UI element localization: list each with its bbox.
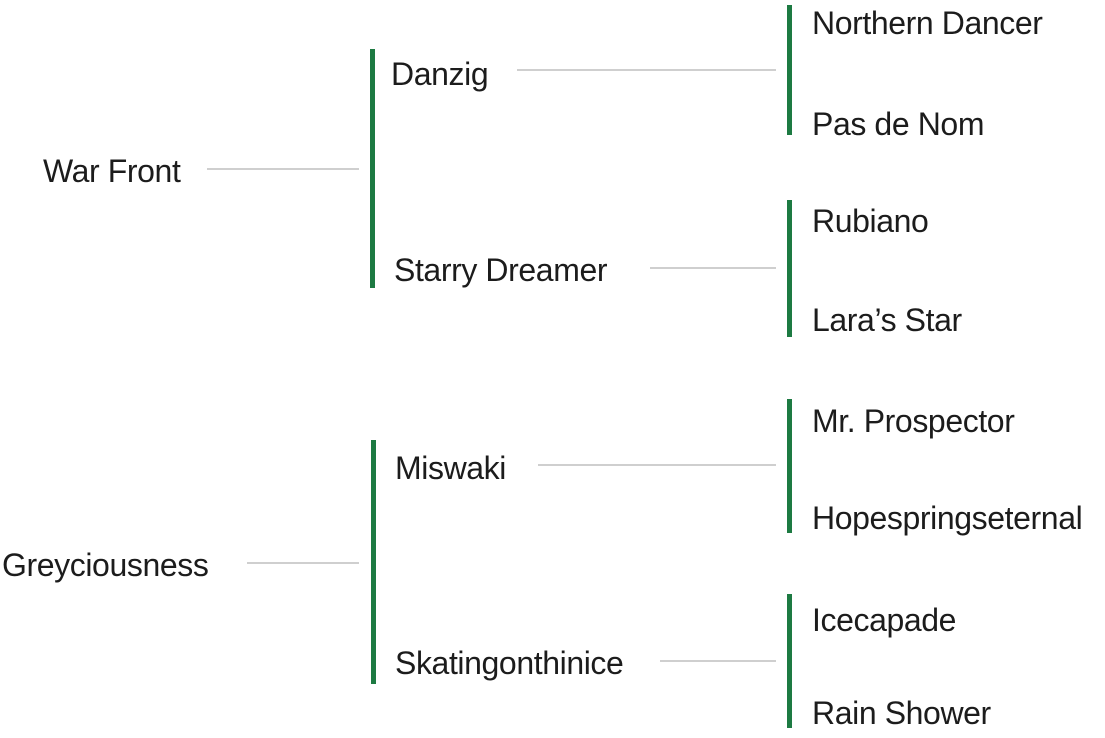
sire-sire-connector-line [517, 69, 776, 71]
dam-sire-name: Miswaki [395, 450, 506, 486]
sire-parents-bracket [370, 49, 375, 288]
dam-dam-sire-name: Icecapade [812, 602, 957, 638]
dam-dam-parents-bracket [787, 594, 792, 728]
dam-parents-bracket [371, 440, 376, 684]
dam-sire-parents-bracket [787, 399, 792, 533]
dam-sire-dam-name: Hopespringseternal [812, 500, 1083, 536]
sire-sire-dam-name: Pas de Nom [812, 106, 985, 142]
sire-sire-name: Danzig [391, 56, 489, 92]
dam-sire-connector-line [538, 464, 776, 466]
sire-sire-sire-name: Northern Dancer [812, 5, 1043, 41]
dam-connector-line [247, 562, 359, 564]
sire-sire-parents-bracket [787, 5, 792, 135]
sire-name: War Front [43, 153, 181, 189]
dam-name: Greyciousness [2, 547, 209, 583]
sire-dam-parents-bracket [787, 200, 792, 337]
sire-dam-connector-line [650, 267, 776, 269]
dam-dam-dam-name: Rain Shower [812, 695, 991, 731]
sire-dam-sire-name: Rubiano [812, 203, 929, 239]
sire-dam-dam-name: Lara’s Star [812, 302, 962, 338]
dam-dam-name: Skatingonthinice [395, 645, 624, 681]
dam-sire-sire-name: Mr. Prospector [812, 403, 1015, 439]
sire-connector-line [207, 168, 359, 170]
dam-dam-connector-line [660, 660, 776, 662]
sire-dam-name: Starry Dreamer [394, 252, 608, 288]
